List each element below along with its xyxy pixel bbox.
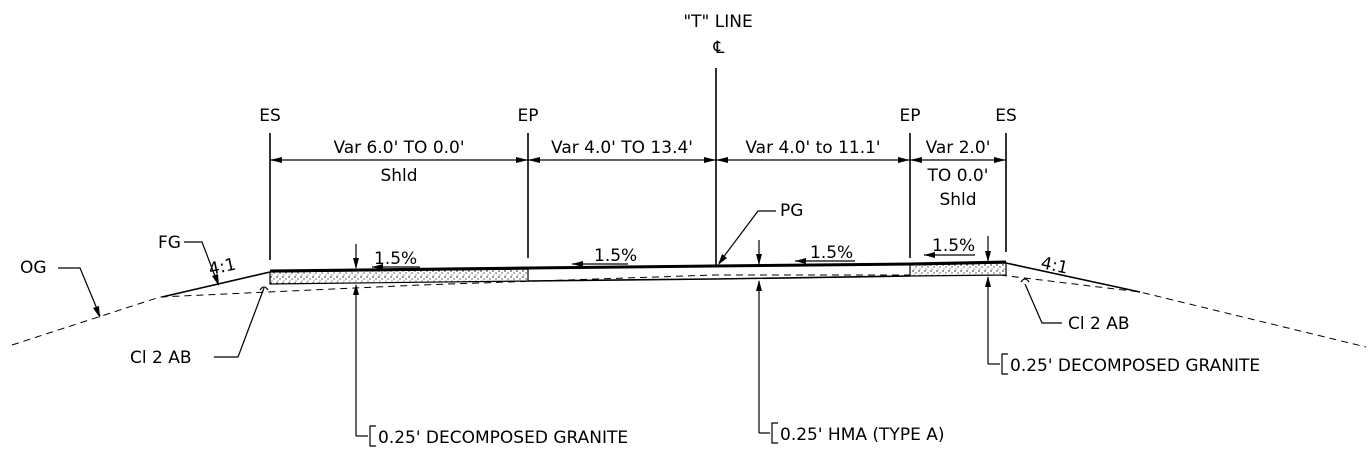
right-shoulder-sub: Shld <box>939 190 976 210</box>
left-shoulder-sub: Shld <box>380 166 417 186</box>
right-lane-slope: 1.5% <box>810 243 853 263</box>
right-shoulder-dimension: Var 2.0' <box>926 138 991 158</box>
thickness-arrow-head <box>985 251 991 262</box>
dg-right-arrow <box>985 276 991 287</box>
dg-right-bracket <box>1001 353 1008 375</box>
right-lane-dimension: Var 4.0' to 11.1' <box>745 138 880 158</box>
fg-leader-arrow <box>212 274 219 286</box>
og-leader <box>58 267 101 317</box>
pavement-bottom <box>527 275 911 282</box>
dim-arrow <box>994 157 1006 163</box>
es-left-label: ES <box>259 106 281 126</box>
dim-arrow <box>270 157 282 163</box>
ab-left-hook <box>259 286 269 291</box>
right-side-slope-label: 4:1 <box>1039 253 1070 278</box>
left-shoulder-slope: 1.5% <box>374 249 417 269</box>
centerline-symbol: ℄ <box>713 38 725 58</box>
pg-label: PG <box>780 201 803 221</box>
ab-left-leader <box>214 287 265 358</box>
fg-leader <box>184 241 219 285</box>
ep-left-label: EP <box>518 106 539 126</box>
og-label: OG <box>20 258 47 278</box>
ab-right-hook <box>1020 278 1030 283</box>
thickness-arrow-head <box>353 258 359 269</box>
ab-right-label: Cl 2 AB <box>1068 314 1130 334</box>
left-lane-dimension: Var 4.0' TO 13.4' <box>551 138 693 158</box>
right-side-slope-line <box>1005 262 1141 293</box>
ab-right-leader <box>1024 283 1062 324</box>
dim-arrow <box>898 157 910 163</box>
slope-arrow-head <box>924 252 935 258</box>
pg-leader-arrow <box>718 254 727 265</box>
slope-arrow-head <box>372 264 383 270</box>
dg-left-bracket <box>369 425 376 447</box>
dim-arrow <box>704 157 716 163</box>
dim-arrow <box>528 157 540 163</box>
pg-leader <box>718 210 776 264</box>
dim-arrow <box>910 157 922 163</box>
dim-arrow <box>516 157 528 163</box>
dg-left-label: 0.25' DECOMPOSED GRANITE <box>378 428 628 448</box>
dg-right-label: 0.25' DECOMPOSED GRANITE <box>1010 356 1260 376</box>
left-lane-slope: 1.5% <box>594 246 637 266</box>
left-shoulder-dimension: Var 6.0' TO 0.0' <box>333 138 464 158</box>
fg-label: FG <box>158 233 181 253</box>
hma-bracket <box>771 422 778 444</box>
left-side-slope-line <box>161 271 271 298</box>
og-leader-arrow <box>93 306 100 318</box>
right-shoulder-slope: 1.5% <box>932 236 975 256</box>
hma-label: 0.25' HMA (TYPE A) <box>780 425 944 445</box>
dg-left-arrow <box>353 284 359 295</box>
thickness-arrow-head <box>756 254 762 265</box>
ab-left-label: Cl 2 AB <box>130 348 192 368</box>
right-shoulder-dimension-2: TO 0.0' <box>927 166 989 186</box>
original-ground-line <box>11 274 1367 348</box>
t-line-label: "T" LINE <box>683 12 752 32</box>
es-right-label: ES <box>995 106 1017 126</box>
slope-arrow-head <box>795 258 806 264</box>
slope-arrow-head <box>572 261 583 267</box>
hma-arrow <box>756 280 762 291</box>
pavement-surface <box>269 260 1007 273</box>
dim-arrow <box>716 157 728 163</box>
ep-right-label: EP <box>900 106 921 126</box>
